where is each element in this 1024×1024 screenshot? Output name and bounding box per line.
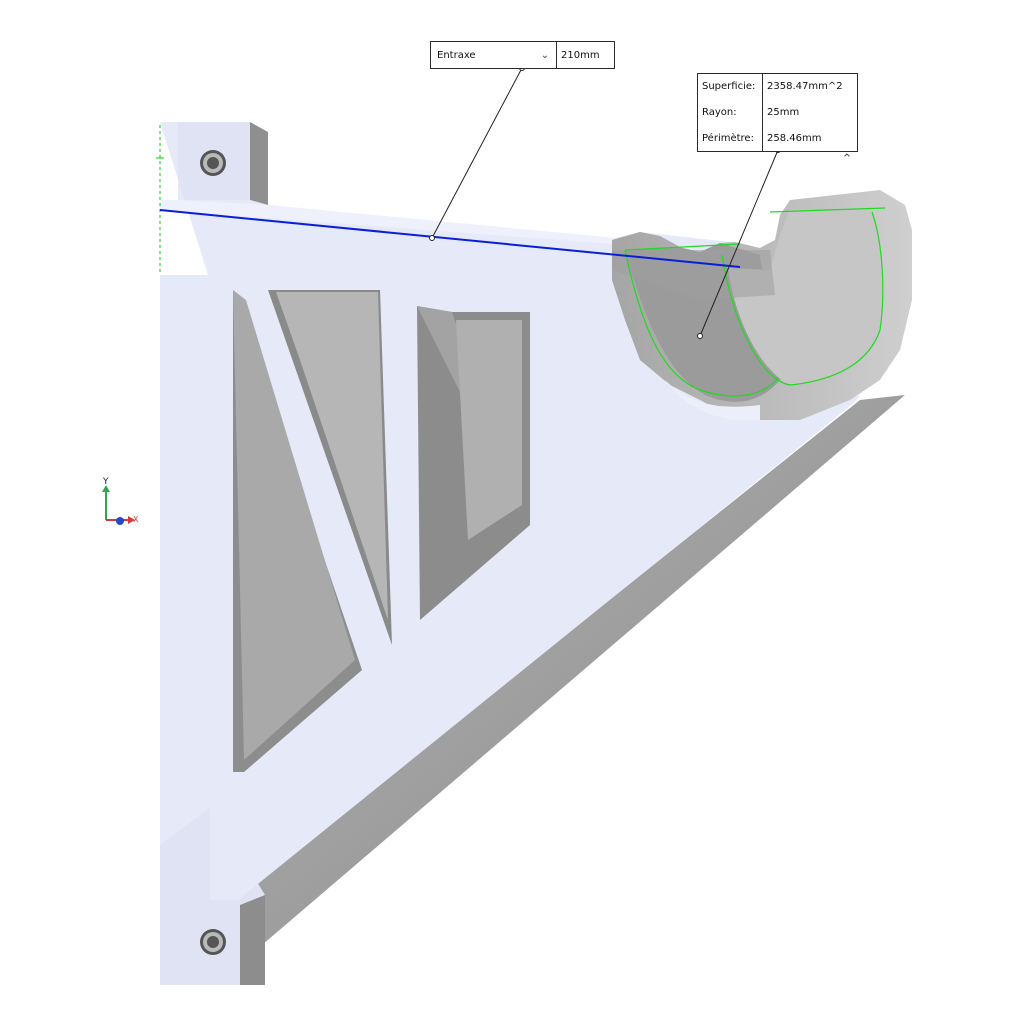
top-tab-side xyxy=(250,122,268,205)
top-mount-hole[interactable] xyxy=(200,150,226,176)
pin-rod xyxy=(612,250,775,300)
rail-top-face xyxy=(160,200,615,244)
bottom-mount-hole[interactable] xyxy=(200,929,226,955)
selected-edge-highlight[interactable] xyxy=(156,125,886,397)
chevron-down-icon[interactable]: ⌄ xyxy=(540,49,550,61)
chevron-up-icon[interactable]: ⌃ xyxy=(841,152,853,167)
measure-callout: Entraxe ⌄ 210mm xyxy=(430,41,615,69)
property-value: 258.46mm xyxy=(767,132,822,144)
measure-value: 210mm xyxy=(561,49,600,61)
cutout-right-inner xyxy=(456,320,522,540)
cutout-middle-shade xyxy=(276,292,388,620)
strut-side-face xyxy=(238,395,905,945)
bottom-tab-side xyxy=(240,895,265,985)
bracket-part[interactable] xyxy=(160,122,912,985)
reference-triad: Y X xyxy=(102,477,139,525)
measure-type-dropdown[interactable]: Entraxe ⌄ xyxy=(431,42,557,68)
triad-y-label: Y xyxy=(102,477,109,487)
properties-leader-line xyxy=(699,149,779,337)
triad-x-label: X xyxy=(133,515,139,524)
property-row: Rayon: 25mm xyxy=(698,99,857,126)
cutout-left-shade xyxy=(233,290,355,760)
properties-callout: Superficie: 2358.47mm^2 Rayon: 25mm Péri… xyxy=(697,73,858,152)
clamp-bore-light xyxy=(728,210,882,385)
measure-leader-line xyxy=(431,67,523,239)
property-value: 2358.47mm^2 xyxy=(767,81,843,93)
property-value: 25mm xyxy=(767,106,800,118)
clamp-front-face xyxy=(665,380,760,420)
property-label: Rayon: xyxy=(698,99,763,126)
measure-type-label: Entraxe xyxy=(437,49,476,61)
property-row: Périmètre: 258.46mm xyxy=(698,125,857,151)
property-row: Superficie: 2358.47mm^2 xyxy=(698,74,857,100)
property-label: Superficie: xyxy=(698,74,763,100)
center-distance-line xyxy=(159,209,741,268)
property-label: Périmètre: xyxy=(698,125,763,151)
